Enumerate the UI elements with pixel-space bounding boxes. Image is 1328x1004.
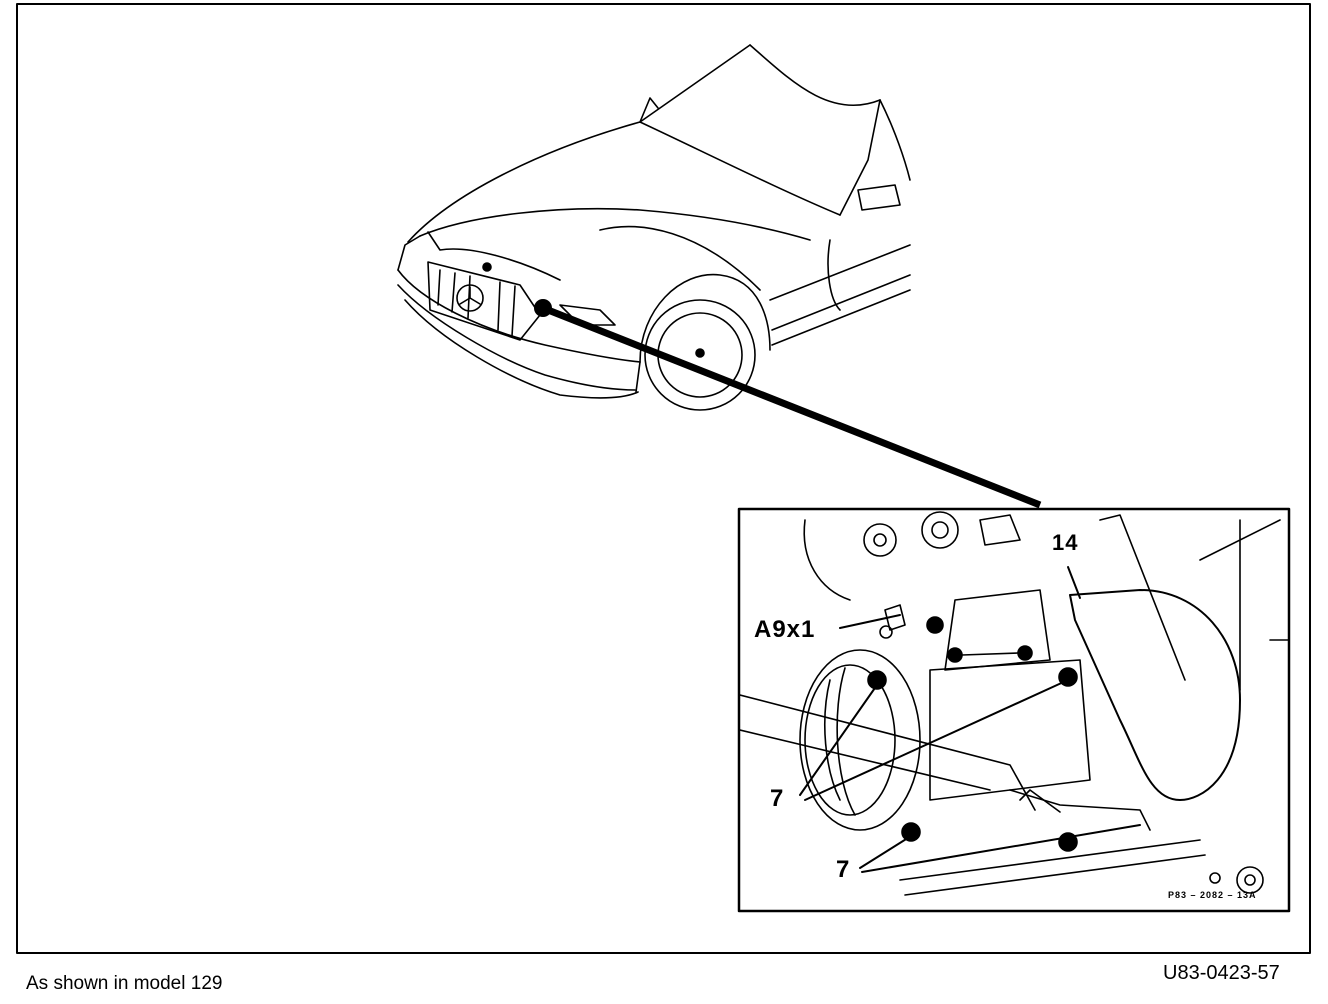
callout-connector-a9x1: A9x1 [754,616,816,643]
callout-leaders [799,566,1141,873]
compressor-illustration [740,511,1288,896]
outer-frame [16,3,1311,954]
figure-number: U83-0423-57 [1163,962,1280,984]
inset-frame [737,507,1291,913]
callout-bolt-7-upper: 7 [770,785,785,812]
callout-bolt-7-lower: 7 [836,856,851,883]
inset-figure-code: P83 – 2082 – 13A [1168,890,1257,900]
location-leader-line [541,304,1042,509]
car-illustration [397,44,911,411]
callout-line-14: 14 [1052,530,1079,555]
model-caption: As shown in model 129 [26,973,223,994]
star-emblem [456,284,484,312]
